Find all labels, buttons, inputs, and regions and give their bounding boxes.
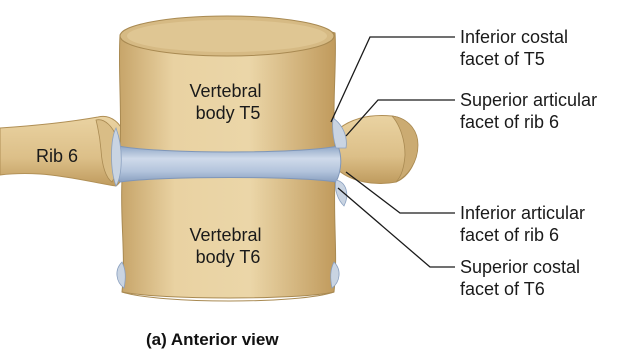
figure-caption: (a) Anterior view — [146, 330, 279, 349]
label-rib-6: Rib 6 — [36, 146, 78, 166]
leader-inferior-costal-facet-t5 — [331, 37, 455, 122]
label-inferior-costal-facet-t5: Inferior costal facet of T5 — [460, 27, 573, 69]
inferior-costal-facet-t5 — [333, 118, 347, 148]
leader-superior-costal-facet-t6 — [338, 188, 455, 267]
label-superior-costal-facet-t6: Superior costal facet of T6 — [460, 257, 585, 299]
label-superior-articular-facet-rib6: Superior articular facet of rib 6 — [460, 90, 602, 132]
label-inferior-articular-facet-rib6: Inferior articular facet of rib 6 — [460, 203, 590, 245]
superior-costal-facet-t6 — [335, 180, 346, 206]
rib-6-right — [332, 116, 418, 184]
